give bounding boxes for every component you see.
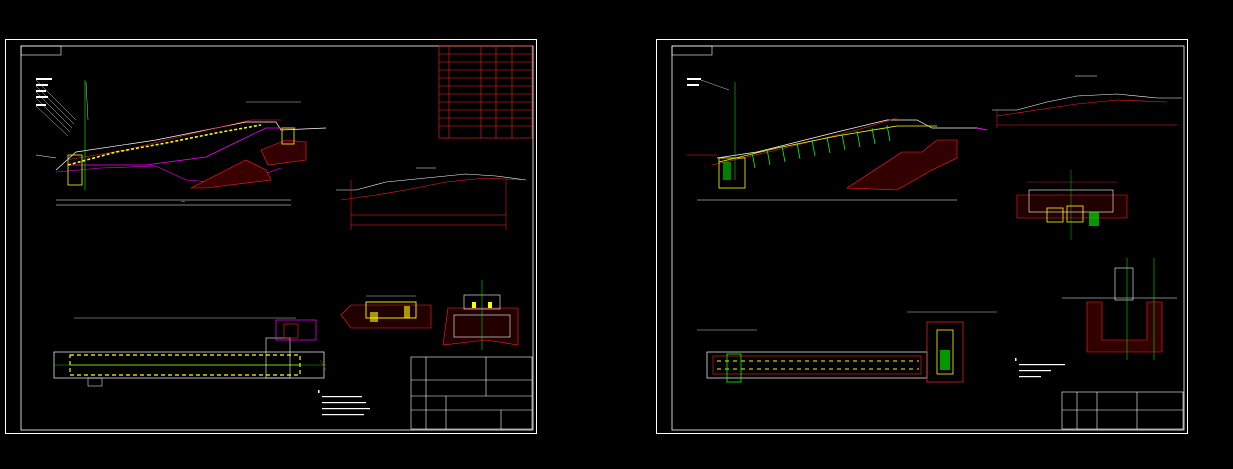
right-sheet-drawing xyxy=(671,45,1185,431)
section-a-left xyxy=(340,295,432,329)
corner-tag xyxy=(671,45,713,56)
material-table xyxy=(438,45,533,139)
detail-b-right xyxy=(1062,258,1177,360)
title-block-left xyxy=(410,356,533,430)
plan-view-right xyxy=(697,311,997,383)
title-block-right xyxy=(1061,391,1184,430)
drawing-sheet-right xyxy=(656,39,1188,434)
detail-a-right xyxy=(1016,170,1128,240)
svg-text:—: — xyxy=(181,199,185,204)
notes-right xyxy=(1015,358,1065,378)
inner-frame xyxy=(671,45,1185,431)
section-b-left xyxy=(442,280,519,350)
profile-right xyxy=(992,75,1182,128)
corner-tag xyxy=(20,45,62,56)
left-sheet-drawing: — xyxy=(20,45,534,431)
longitudinal-section-right xyxy=(687,78,988,201)
longitudinal-profile-left xyxy=(336,167,527,230)
drawing-sheet-left: — xyxy=(5,39,537,434)
notes-left xyxy=(318,390,370,416)
longitudinal-section-left: — xyxy=(35,78,327,206)
plan-view-left xyxy=(53,317,327,387)
inner-frame xyxy=(20,45,534,431)
